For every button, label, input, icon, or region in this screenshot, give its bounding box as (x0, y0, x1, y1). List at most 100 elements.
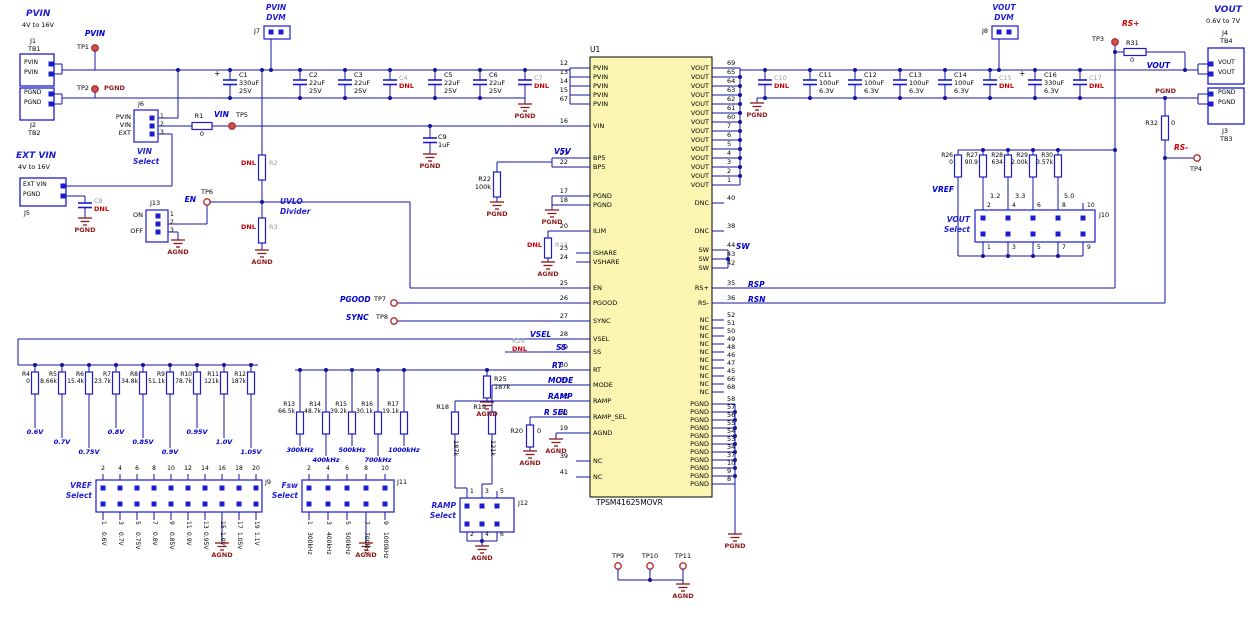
header-pin (185, 501, 191, 507)
pin-number: 8 (727, 475, 732, 483)
vout_dvm-title_l2: DVM (994, 13, 1014, 22)
vout_select-resistors-4-1: 3.57k (1036, 159, 1053, 166)
pin-number: 42 (727, 259, 736, 267)
connector-J1 (19, 53, 55, 87)
header-pin (48, 71, 54, 77)
power_input-j1-ref: J1 (30, 37, 37, 45)
pin-number: 48 (727, 343, 736, 351)
enable-r3-ref: R3 (269, 223, 278, 231)
fsw_select-resistors-3-0: R16 (361, 401, 373, 408)
pin-name: DNC (694, 198, 709, 207)
header-pin (134, 485, 140, 491)
connector-J3 (1207, 87, 1245, 125)
pin-number: 39 (559, 452, 568, 460)
output-rsp: RSP (748, 280, 765, 289)
ilim-r23-dnl: DNL (527, 241, 542, 249)
header-pin (278, 29, 284, 35)
vref_select-resistors-1-0: R5 (49, 371, 57, 378)
vref_select-bottom_labels-8: 1.05V (236, 532, 243, 550)
pin-name: PVIN (593, 63, 609, 72)
vref_select-bottom_nums-6: 13 (202, 521, 209, 529)
vref_select-top_nums-0: 2 (101, 465, 105, 472)
signals-ramp: RAMP (548, 392, 573, 401)
pin-name: PGND (690, 479, 709, 488)
output_caps-6-ref: C16 (1044, 71, 1057, 79)
output-j4-pins-0: VOUT (1218, 59, 1235, 66)
testpoints_bottom-tp11: TP11 (674, 552, 692, 560)
output_caps-6-value: 330uF (1044, 79, 1065, 87)
pin-number: 43 (727, 250, 736, 258)
pin-number: 49 (727, 335, 736, 343)
pin-name: RAMP (593, 396, 612, 405)
enable-r2-dnl: DNL (241, 159, 256, 167)
vref_select-resistors-2-0: R6 (76, 371, 84, 378)
pin-number: 30 (559, 361, 568, 369)
vref_select-net_labels-6: 0.95V (186, 428, 208, 436)
enable-uvlo_l1: UVLO (280, 197, 303, 206)
vref_select-bottom_nums-0: 1 (100, 521, 107, 525)
junction-dot (997, 68, 1001, 72)
vref_select-top_nums-9: 20 (252, 465, 260, 472)
pin-number: 34 (727, 443, 736, 451)
enable-uvlo_l2: Divider (280, 207, 311, 216)
header-pin (980, 231, 986, 237)
header-pin (100, 485, 106, 491)
pin-number: 2 (727, 167, 732, 175)
signals-rt-r25-value: 187k (494, 383, 511, 391)
input_caps-2-ref: C3 (354, 71, 363, 79)
vout_select-set_labels-0: 1.2 (990, 192, 1001, 200)
pin-number: 4 (727, 149, 732, 157)
junction-dot (1113, 148, 1117, 152)
signals-pgood-net: PGOOD (340, 295, 371, 304)
pin-name: VOUT (690, 63, 709, 72)
v5v-r22-ref: R22 (478, 175, 491, 183)
vref_select-bottom_nums-9: 19 (253, 521, 260, 529)
ground-label: AGND (211, 551, 233, 559)
output_caps-3-voltage: 6.3V (909, 87, 924, 95)
vout_select-resistors-4-0: R30 (1041, 152, 1053, 159)
vref_select-top_nums-7: 16 (218, 465, 226, 472)
vref_select-bottom_labels-5: 0.9V (185, 532, 192, 546)
pin-name: PGND (690, 455, 709, 464)
power_input-j1-pins-1: PVIN (24, 69, 38, 76)
pin-number: 27 (559, 312, 568, 320)
input_caps-3-ref: C4 (399, 74, 408, 82)
header-pin (60, 193, 66, 199)
power_input-tp2-net: PGND (104, 84, 125, 92)
pin-name: SW (698, 245, 709, 254)
vref_select-net_labels-1: 0.7V (53, 438, 71, 446)
fsw_select-resistors-3-1: 30.1k (356, 408, 373, 415)
signals-sync-net: SYNC (346, 313, 369, 322)
junction-dot (1078, 96, 1082, 100)
ramp_select-bottom_nums-1: 4 (485, 531, 489, 538)
pin-name: PVIN (593, 72, 609, 81)
output_caps-3-ref: C13 (909, 71, 922, 79)
header-pin (268, 29, 274, 35)
output_caps-4-value: 100uF (954, 79, 975, 87)
fsw_select-bottom_nums-2: 5 (344, 521, 351, 525)
header-pin (344, 501, 350, 507)
vout_select-ref: J10 (1099, 211, 1110, 219)
pin-number: 57 (727, 403, 736, 411)
vref_select-resistors-0-0: R4 (22, 371, 30, 378)
vref_select-top_nums-8: 18 (235, 465, 243, 472)
header-pin (48, 91, 54, 97)
header-pin (219, 485, 225, 491)
pin-number: 62 (727, 95, 736, 103)
signals-pgood-tp: TP7 (374, 295, 387, 303)
v5v-r22-value: 100k (474, 183, 491, 191)
pin-name: BP5 (593, 162, 606, 171)
input_caps-4-voltage: 25V (444, 87, 457, 95)
header-pin (155, 213, 161, 219)
vref_select-title_l2: Select (65, 491, 92, 500)
enable-net: EN (184, 195, 196, 204)
junction-dot (738, 174, 742, 178)
header-J8 (991, 25, 1019, 40)
junction-dot (738, 102, 742, 106)
header-pin (236, 485, 242, 491)
pin-name: AGND (593, 428, 613, 437)
ramp_select-top_nums-2: 5 (500, 488, 504, 495)
fsw_select-ref: J11 (397, 478, 408, 486)
pin-number: 65 (727, 68, 736, 76)
vout_dvm-ref: J8 (981, 27, 988, 35)
